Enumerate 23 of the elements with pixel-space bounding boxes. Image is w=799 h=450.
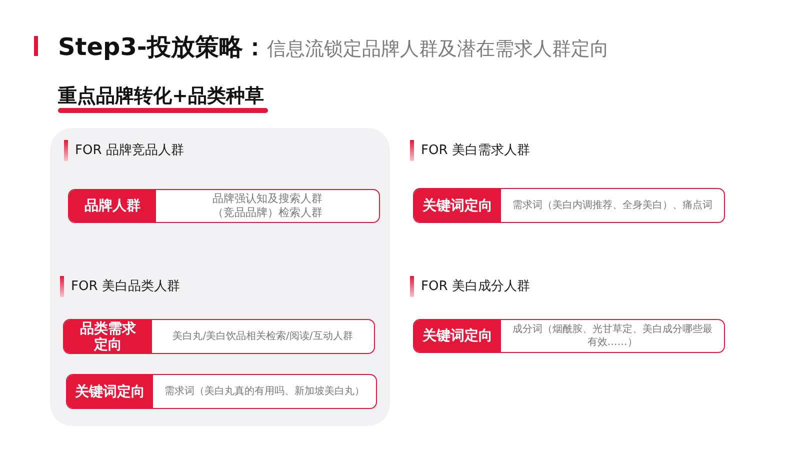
section-heading: FOR 美白需求人群: [421, 142, 530, 160]
category-tag: 关键词定向: [414, 189, 500, 222]
category-tag: 品牌人群: [69, 190, 156, 222]
description-text: 成分词（烟酰胺、光甘草定、美白成分哪些最有效……）: [511, 323, 714, 349]
title: Step3-投放策略：信息流锁定品牌人群及潜在需求人群定向: [58, 33, 609, 63]
description-text: 需求词（美白丸真的有用吗、新加坡美白丸）: [164, 385, 364, 398]
description-text: （竞品品牌）检索人群: [212, 206, 322, 220]
description-text: 美白丸/美白饮品相关检索/阅读/互动人群: [172, 330, 353, 343]
section-heading: FOR 美白成分人群: [421, 278, 530, 296]
targeting-row: [413, 319, 725, 353]
category-tag: 关键词定向: [414, 320, 500, 352]
description-text: 需求词（美白内调推荐、全身美白）、痛点词: [512, 199, 712, 212]
section-heading: FOR 美白品类人群: [71, 278, 180, 296]
section-heading: FOR 品牌竞品人群: [75, 142, 184, 160]
category-tag: 品类需求定向: [64, 320, 152, 353]
description-text: 品牌强认知及搜索人群: [212, 192, 322, 206]
panel: [50, 128, 390, 426]
targeting-row: [66, 374, 377, 409]
subtitle: 重点品牌转化+品类种草: [58, 84, 264, 108]
targeting-row: [413, 188, 725, 223]
category-tag: 关键词定向: [67, 375, 152, 408]
targeting-row: [63, 319, 375, 354]
targeting-row: [68, 189, 380, 223]
